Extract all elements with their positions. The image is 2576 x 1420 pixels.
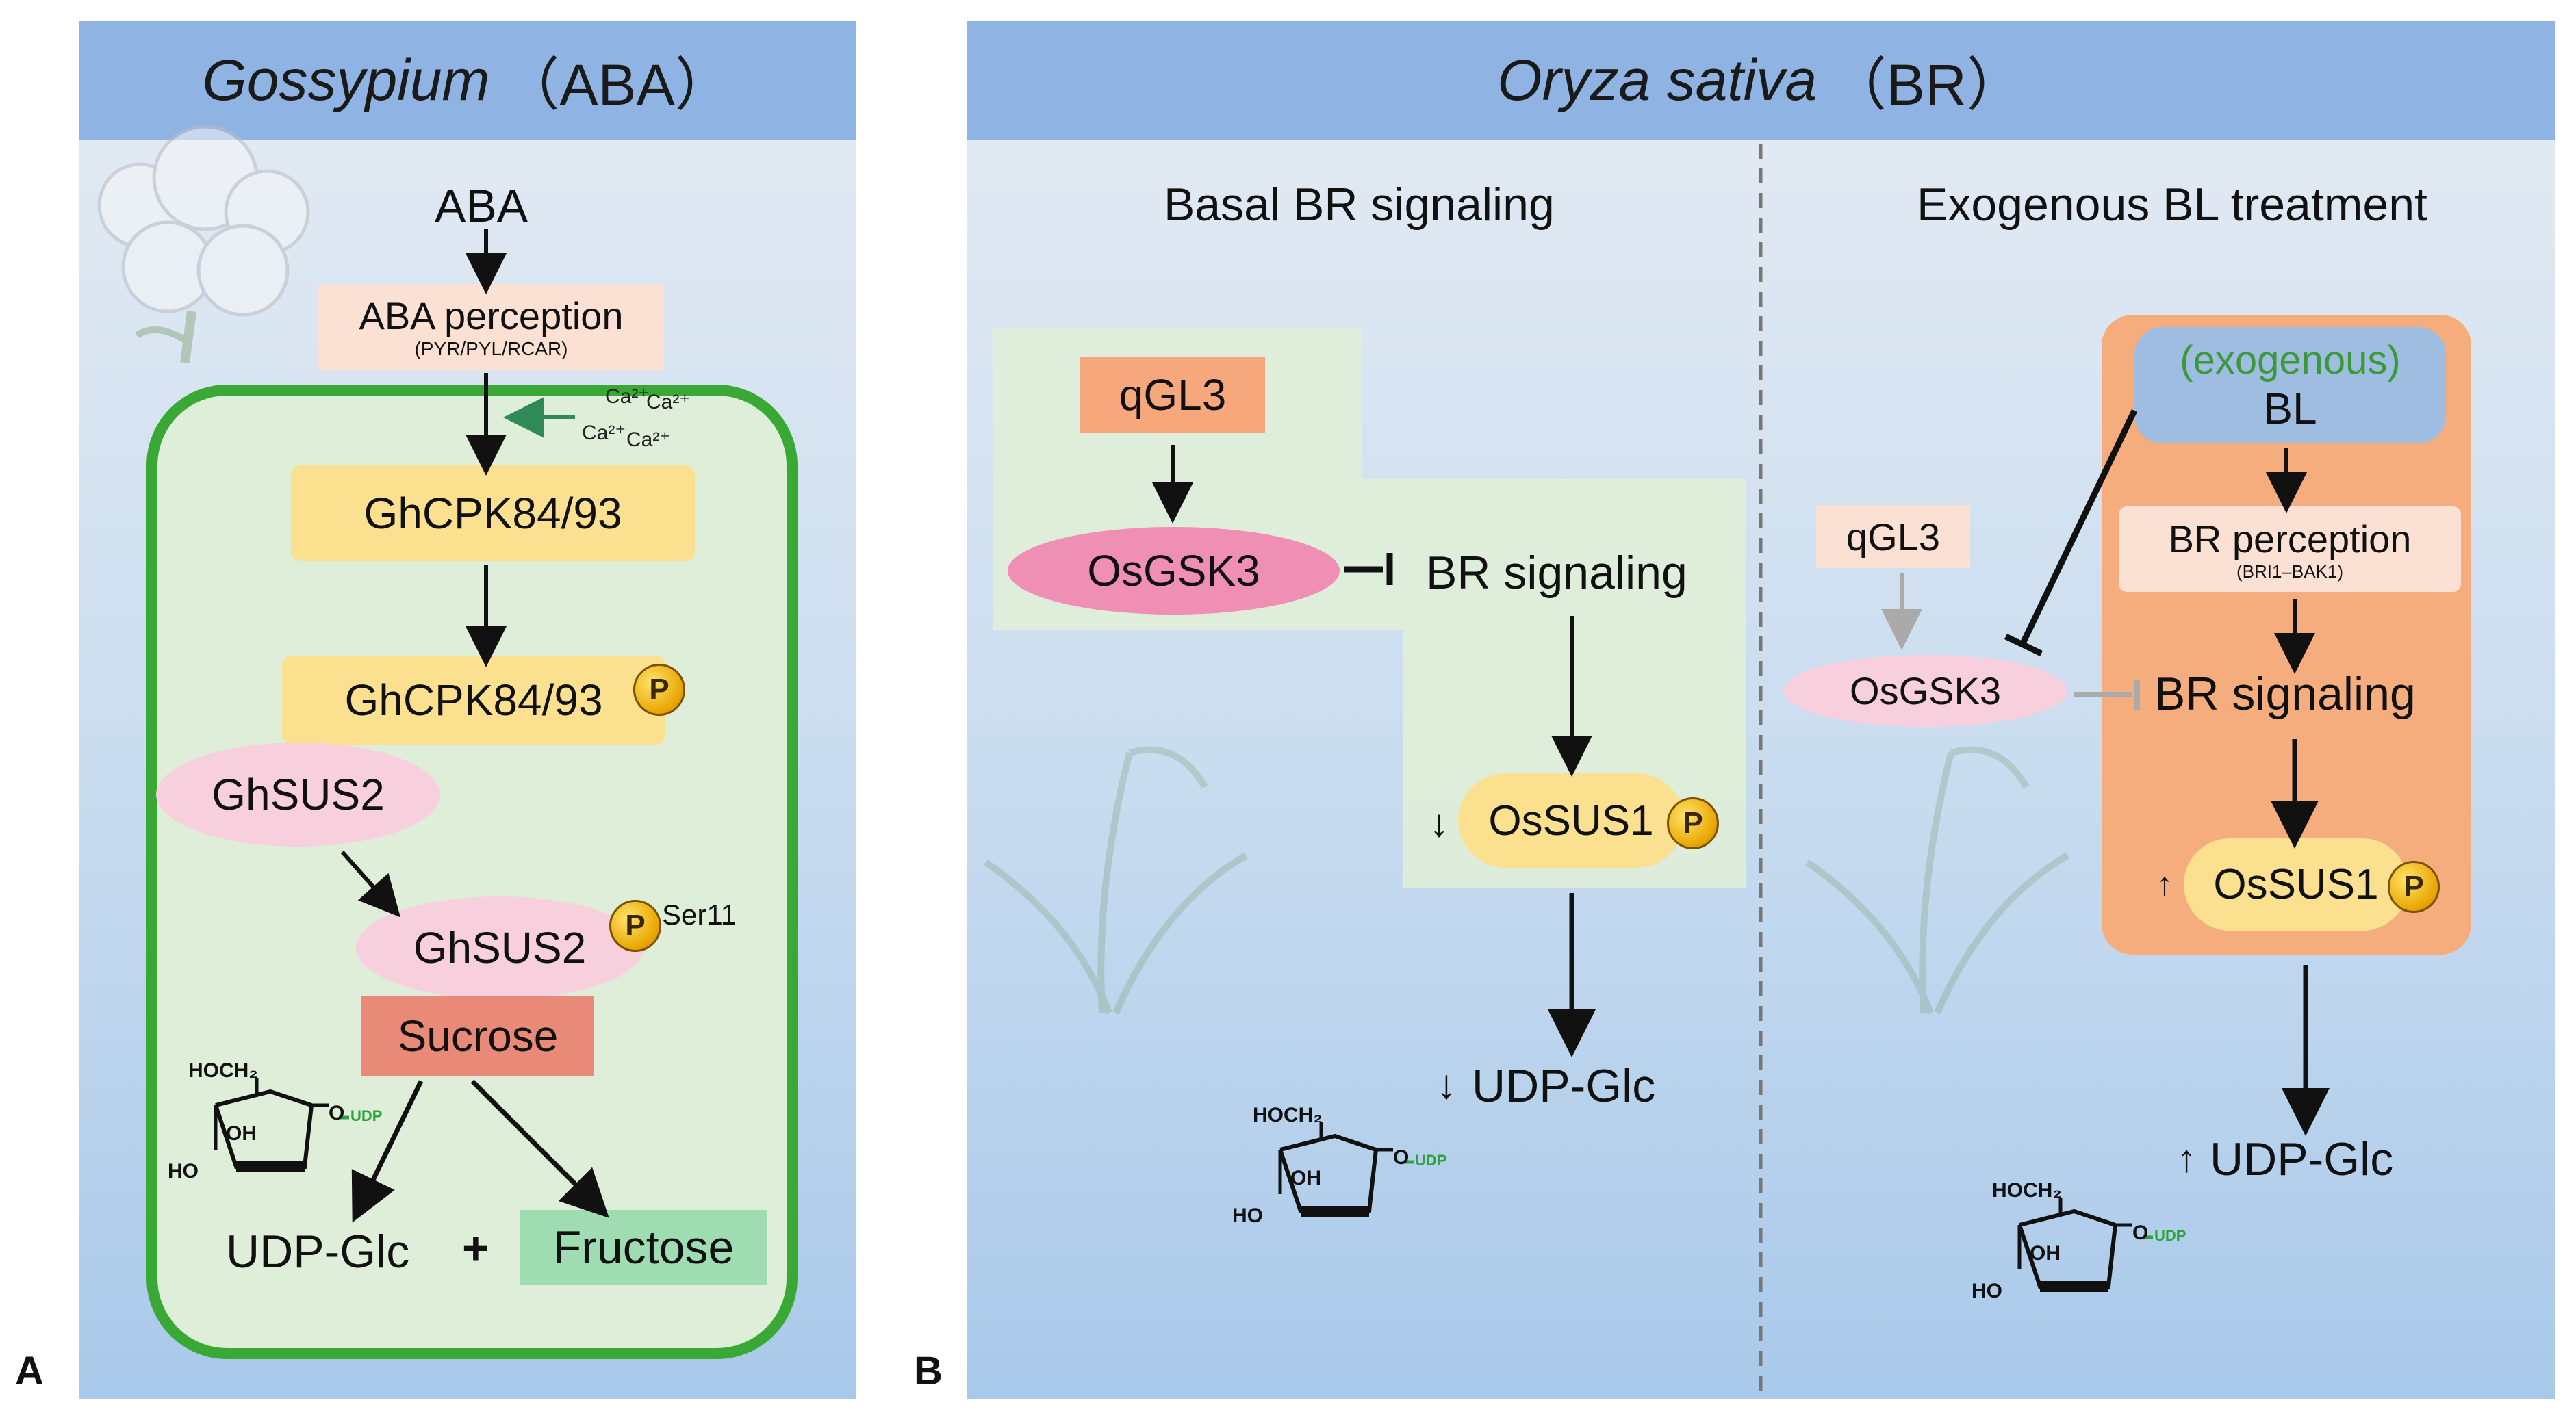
glucose-oh-label: OH bbox=[1290, 1167, 1321, 1189]
ossus1-label: OsSUS1 bbox=[1488, 797, 1654, 844]
calcium-label: Ca²⁺ bbox=[646, 391, 691, 413]
udpglc-label: UDP-Glc bbox=[2210, 1133, 2394, 1185]
panel-b-title: Oryza sativa （BR） bbox=[967, 21, 2555, 140]
arrow-sus2-to-sus2-p bbox=[340, 851, 400, 918]
rice-plant-icon bbox=[984, 746, 2069, 1015]
ghsus2-phosphorylated-label: GhSUS2 bbox=[413, 923, 587, 972]
br-perception-receptors: (BRI1–BAK1) bbox=[2236, 560, 2344, 582]
panel-b-title-species: Oryza sativa bbox=[1497, 48, 1818, 112]
ossus1-box: OsSUS1 bbox=[1458, 773, 1684, 868]
ossus1-increase-arrow: ↑ bbox=[2156, 866, 2173, 903]
udpglc-decrease-arrow: ↓ bbox=[1436, 1061, 1457, 1107]
udp-glucose-structure bbox=[1278, 1122, 1414, 1217]
osgsk3-label: OsGSK3 bbox=[1850, 669, 2001, 712]
ossus1-label: OsSUS1 bbox=[2213, 861, 2379, 908]
cotton-boll-icon bbox=[97, 125, 310, 363]
inhibition-bar bbox=[2004, 633, 2043, 657]
glucose-ho-label: HO bbox=[1972, 1280, 2002, 1302]
bl-box: (exogenous) BL bbox=[2134, 327, 2446, 443]
ossus1-box: OsSUS1 bbox=[2184, 838, 2408, 931]
arrow-sucrose-to-fructose bbox=[470, 1079, 609, 1218]
br-perception-label: BR perception bbox=[2168, 517, 2412, 560]
br-signaling-label: BR signaling bbox=[2154, 668, 2416, 720]
ghsus2-label: GhSUS2 bbox=[212, 770, 385, 819]
glucose-hoch2-label: HOCH₂ bbox=[188, 1059, 258, 1082]
arrow-sucrose-to-udpglc bbox=[351, 1080, 424, 1223]
panel-a-title-hormone: （ABA） bbox=[502, 53, 732, 117]
ghcpk-phosphorylated-box: GhCPK84/93 bbox=[282, 656, 665, 745]
basal-signaling-title: Basal BR signaling bbox=[1164, 179, 1555, 231]
aba-label: ABA bbox=[435, 180, 528, 232]
qgl3-label: qGL3 bbox=[1119, 370, 1227, 419]
fructose-label: Fructose bbox=[552, 1222, 735, 1274]
osgsk3-label: OsGSK3 bbox=[1087, 546, 1260, 595]
glucose-udp-label: UDP bbox=[2154, 1227, 2186, 1244]
ghsus2-ellipse: GhSUS2 bbox=[156, 743, 440, 847]
ghcpk-phosphorylated-label: GhCPK84/93 bbox=[344, 675, 603, 725]
sucrose-box: Sucrose bbox=[361, 996, 594, 1076]
glucose-o-label: O bbox=[2132, 1222, 2149, 1244]
panel-a-label: A bbox=[15, 1349, 44, 1393]
aba-perception-receptors: (PYR/PYL/RCAR) bbox=[414, 338, 568, 359]
qgl3-box-faded: qGL3 bbox=[1816, 505, 1970, 568]
exogenous-label: (exogenous) bbox=[2180, 337, 2401, 383]
udpglc-label: UDP-Glc bbox=[226, 1226, 410, 1278]
calcium-label: Ca²⁺ bbox=[605, 385, 650, 408]
glucose-ho-label: HO bbox=[168, 1160, 199, 1183]
exogenous-bl-title: Exogenous BL treatment bbox=[1917, 179, 2427, 231]
glucose-o-label: O bbox=[329, 1102, 345, 1124]
sucrose-label: Sucrose bbox=[397, 1011, 559, 1061]
udp-glucose-structure bbox=[214, 1078, 349, 1172]
fructose-box: Fructose bbox=[520, 1210, 767, 1285]
glucose-hoch2-label: HOCH₂ bbox=[1253, 1104, 1323, 1126]
qgl3-box: qGL3 bbox=[1080, 357, 1265, 433]
phospho-icon: P bbox=[2388, 861, 2440, 913]
glucose-oh-label: OH bbox=[226, 1122, 257, 1145]
glucose-o-label: O bbox=[1393, 1146, 1410, 1169]
inhibition-bl-osgsk3 bbox=[2019, 409, 2138, 645]
aba-perception-label: ABA perception bbox=[359, 294, 624, 337]
glucose-ho-label: HO bbox=[1232, 1204, 1263, 1227]
panel-a-title-species: Gossypium bbox=[202, 48, 490, 112]
udp-glucose-structure bbox=[2017, 1198, 2153, 1292]
ghcpk-label: GhCPK84/93 bbox=[364, 489, 622, 538]
plus-sign: + bbox=[462, 1222, 489, 1274]
aba-perception-box: ABA perception (PYR/PYL/RCAR) bbox=[318, 284, 664, 370]
ghcpk-box: GhCPK84/93 bbox=[291, 465, 695, 561]
panel-a-title: Gossypium （ABA） bbox=[79, 21, 856, 140]
udpglc-label: UDP-Glc bbox=[1472, 1060, 1656, 1112]
ser11-label: Ser11 bbox=[662, 899, 737, 931]
ossus1-decrease-arrow: ↓ bbox=[1429, 801, 1449, 844]
qgl3-label: qGL3 bbox=[1846, 515, 1940, 558]
glucose-udp-label: UDP bbox=[350, 1107, 383, 1124]
bl-label: BL bbox=[2263, 383, 2317, 433]
phospho-icon: P bbox=[633, 664, 685, 716]
glucose-hoch2-label: HOCH₂ bbox=[1992, 1179, 2062, 1202]
phospho-icon: P bbox=[1667, 797, 1719, 849]
glucose-udp-label: UDP bbox=[1415, 1152, 1447, 1169]
ghsus2-phosphorylated-ellipse: GhSUS2 bbox=[356, 896, 643, 999]
panel-b-title-hormone: （BR） bbox=[1829, 53, 2024, 117]
udpglc-increase-arrow: ↑ bbox=[2177, 1137, 2196, 1180]
br-perception-box: BR perception (BRI1–BAK1) bbox=[2119, 506, 2461, 592]
glucose-oh-label: OH bbox=[2030, 1242, 2061, 1265]
phospho-icon: P bbox=[609, 900, 661, 952]
osgsk3-ellipse-faded: OsGSK3 bbox=[1783, 655, 2067, 727]
calcium-label: Ca²⁺ bbox=[582, 422, 626, 444]
osgsk3-ellipse: OsGSK3 bbox=[1008, 527, 1340, 615]
calcium-label: Ca²⁺ bbox=[626, 428, 671, 451]
br-signaling-label: BR signaling bbox=[1426, 547, 1687, 599]
panel-b-label: B bbox=[914, 1349, 943, 1393]
